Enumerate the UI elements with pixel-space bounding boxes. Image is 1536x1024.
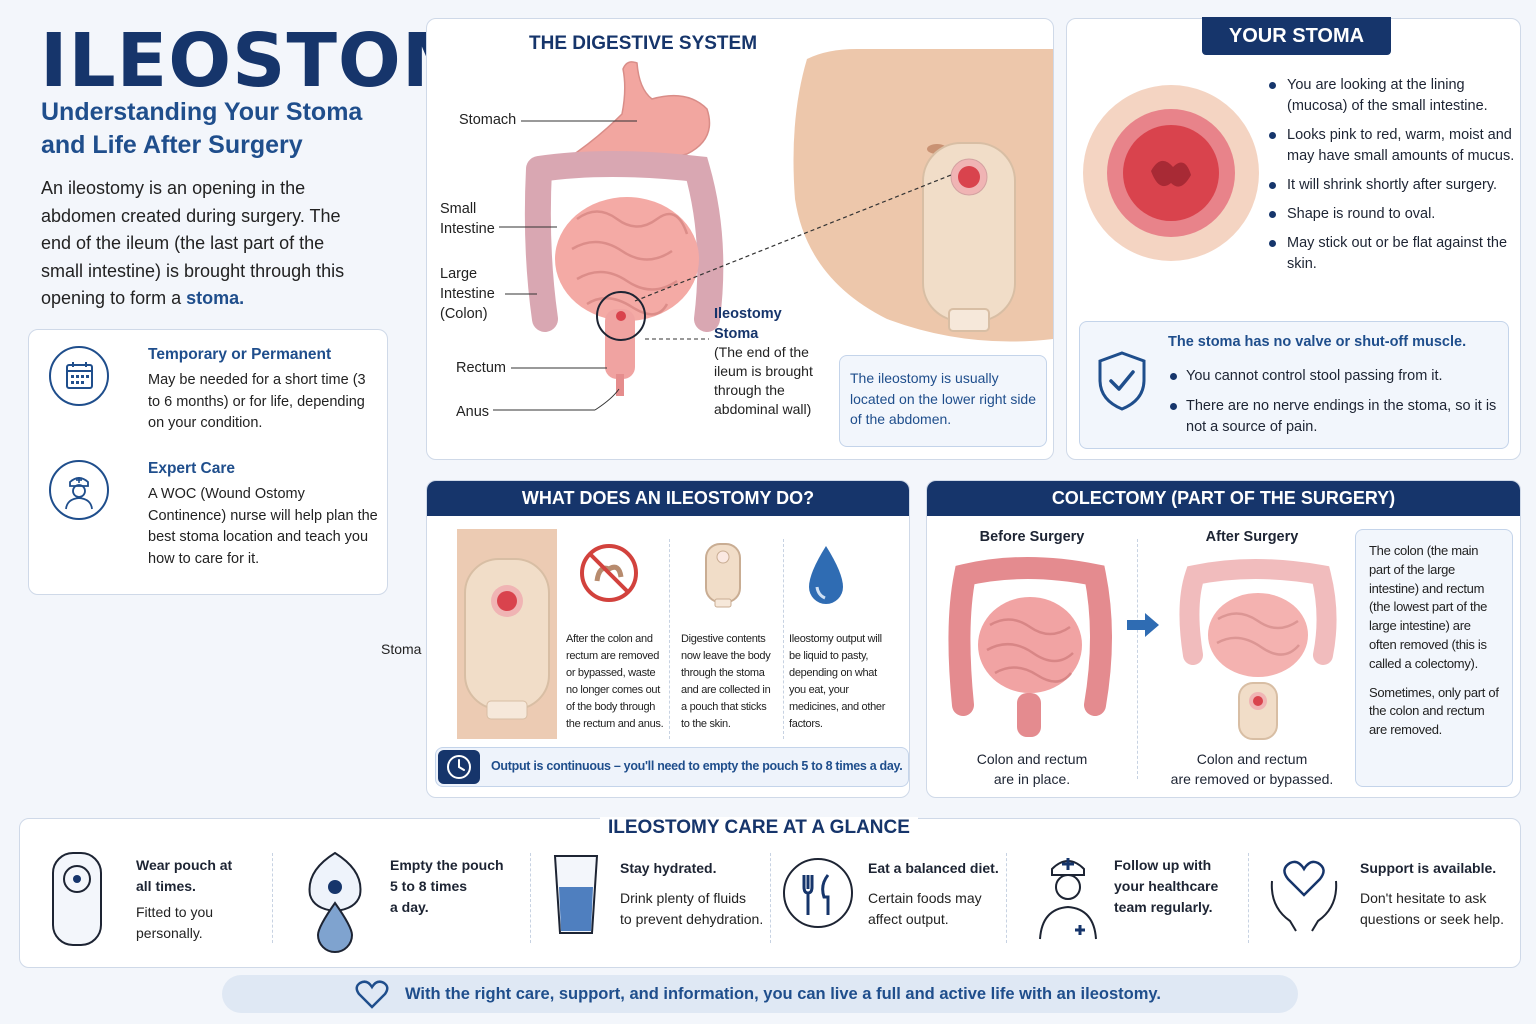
valve-point: You cannot control stool passing from it… <box>1168 366 1498 387</box>
drain-icon <box>308 851 362 953</box>
output-note: Output is continuous – you'll need to em… <box>435 747 909 787</box>
heart-icon <box>355 980 389 1009</box>
valve-points: You cannot control stool passing from it… <box>1168 366 1498 447</box>
nurse-icon <box>49 460 109 520</box>
before-surgery-caption: Colon and rectum are in place. <box>976 751 1088 787</box>
info-item-expert-care: Expert Care A WOC (Wound Ostomy Continen… <box>49 460 379 590</box>
care-body: Certain foods may affect output. <box>868 890 982 927</box>
footer-text: With the right care, support, and inform… <box>405 985 1161 1003</box>
stoma-fact: May stick out or be flat against the ski… <box>1267 233 1517 275</box>
valve-point: There are no nerve endings in the stoma,… <box>1168 396 1498 438</box>
water-glass-icon <box>553 855 599 934</box>
colectomy-panel: COLECTOMY (PART OF THE SURGERY) Before S… <box>926 480 1521 798</box>
care-divider <box>1006 853 1007 943</box>
care-item-empty-pouch: Empty the pouch 5 to 8 times a day. <box>302 849 522 953</box>
column-divider <box>1137 539 1138 779</box>
your-stoma-panel: YOUR STOMA You are looking at the lining… <box>1066 17 1521 460</box>
stoma-facts: You are looking at the lining (mucosa) o… <box>1267 75 1517 283</box>
info-body: A WOC (Wound Ostomy Continence) nurse wi… <box>148 486 378 567</box>
care-body: Fitted to you personally. <box>136 904 214 941</box>
stoma-fact: It will shrink shortly after surgery. <box>1267 175 1517 196</box>
care-heading: Eat a balanced diet. <box>868 860 999 876</box>
digestive-illustration <box>493 49 1053 411</box>
info-body: May be needed for a short time (3 to 6 m… <box>148 372 366 431</box>
colon-before-image <box>948 557 1112 737</box>
label-ileostomy-stoma: Ileostomy Stoma <box>714 306 782 342</box>
care-divider <box>530 853 531 943</box>
label-anus: Anus <box>456 404 490 420</box>
stoma-side-label: Stoma <box>381 641 422 657</box>
colon-after-image <box>1179 559 1337 740</box>
care-at-a-glance-panel: ILEOSTOMY CARE AT A GLANCE Wear pouch at… <box>19 817 1521 968</box>
pouch-icon <box>52 852 102 946</box>
stoma-fact: Shape is round to oval. <box>1267 204 1517 225</box>
what-ileostomy-does-panel: WHAT DOES AN ILEOSTOMY DO? After the col… <box>426 480 910 798</box>
care-heading: Empty the pouch 5 to 8 times a day. <box>390 857 504 915</box>
care-item-wear-pouch: Wear pouch at all times. Fitted to you p… <box>50 849 280 949</box>
colectomy-note: The colon (the main part of the large in… <box>1355 529 1513 787</box>
digestive-title: THE DIGESTIVE SYSTEM <box>529 33 758 54</box>
column-divider <box>783 539 784 739</box>
intro-highlight: stoma. <box>186 288 245 308</box>
care-divider <box>272 853 273 943</box>
care-item-support: Support is available. Don't hesitate to … <box>1266 849 1516 949</box>
nurse-icon <box>1039 858 1097 940</box>
before-surgery-heading: Before Surgery <box>979 529 1085 545</box>
info-card: Temporary or Permanent May be needed for… <box>28 329 388 595</box>
valve-heading: The stoma has no valve or shut-off muscl… <box>1168 334 1467 350</box>
care-heading: Follow up with your healthcare team regu… <box>1114 857 1219 915</box>
digestive-system-panel: THE DIGESTIVE SYSTEM Stomach Small Intes… <box>426 18 1054 460</box>
what-column-2: Digestive contents now leave the body th… <box>681 633 771 730</box>
column-divider <box>669 539 670 739</box>
care-heading: Stay hydrated. <box>620 860 717 876</box>
valve-note: The stoma has no valve or shut-off muscl… <box>1079 321 1509 449</box>
pouch-on-body-image <box>457 529 557 739</box>
intro-body: An ileostomy is an opening in the abdome… <box>41 178 345 308</box>
care-item-hydrated: Stay hydrated. Drink plenty of fluids to… <box>552 849 782 949</box>
care-divider <box>770 853 771 943</box>
info-item-duration: Temporary or Permanent May be needed for… <box>49 346 379 456</box>
stoma-fact: You are looking at the lining (mucosa) o… <box>1267 75 1517 117</box>
after-surgery-heading: After Surgery <box>1205 529 1299 545</box>
fork-knife-icon <box>783 858 853 928</box>
pouch-icon <box>705 543 741 608</box>
heart-hands-icon <box>1270 860 1338 932</box>
colectomy-title: COLECTOMY (PART OF THE SURGERY) <box>927 481 1520 516</box>
no-entry-icon <box>580 544 638 602</box>
output-note-text: Output is continuous – you'll need to em… <box>491 759 903 773</box>
calendar-icon <box>49 346 109 406</box>
care-heading: Wear pouch at all times. <box>136 857 233 894</box>
location-note: The ileostomy is usually located on the … <box>839 355 1047 447</box>
colectomy-note-1: The colon (the main part of the large in… <box>1369 543 1488 671</box>
colectomy-note-2: Sometimes, only part of the colon and re… <box>1369 684 1499 738</box>
what-column-3: Ileostomy output will be liquid to pasty… <box>789 633 886 730</box>
care-divider <box>1248 853 1249 943</box>
info-heading: Expert Care <box>148 460 236 477</box>
what-does-title: WHAT DOES AN ILEOSTOMY DO? <box>427 481 909 516</box>
label-large-intestine: Large Intestine (Colon) <box>440 266 495 322</box>
care-heading: Support is available. <box>1360 860 1497 876</box>
care-item-follow-up: Follow up with your healthcare team regu… <box>1032 849 1252 949</box>
shield-check-icon <box>1098 351 1146 411</box>
what-column-1: After the colon and rectum are removed o… <box>566 633 664 730</box>
label-stomach: Stomach <box>459 112 517 128</box>
page-subtitle: Understanding Your Stoma and Life After … <box>41 98 363 159</box>
droplet-icon <box>809 546 843 604</box>
care-title: ILEOSTOMY CARE AT A GLANCE <box>600 817 918 839</box>
arrow-right-icon <box>1127 613 1159 637</box>
stoma-closeup-image <box>1083 85 1259 261</box>
stoma-title: YOUR STOMA <box>1202 17 1391 55</box>
care-item-diet: Eat a balanced diet. Certain foods may a… <box>782 849 1012 949</box>
footer-banner: With the right care, support, and inform… <box>222 975 1298 1013</box>
clock-icon <box>438 750 480 784</box>
label-rectum: Rectum <box>456 360 506 376</box>
info-heading: Temporary or Permanent <box>148 346 332 363</box>
label-ileostomy-desc: (The end of the ileum is brought through… <box>714 344 813 417</box>
care-body: Don't hesitate to ask questions or seek … <box>1360 890 1504 927</box>
stoma-fact: Looks pink to red, warm, moist and may h… <box>1267 125 1517 167</box>
intro-text: An ileostomy is an opening in the abdome… <box>41 175 351 313</box>
label-small-intestine: Small Intestine <box>440 201 495 237</box>
after-surgery-caption: Colon and rectum are removed or bypassed… <box>1170 751 1334 787</box>
care-body: Drink plenty of fluids to prevent dehydr… <box>620 890 764 927</box>
